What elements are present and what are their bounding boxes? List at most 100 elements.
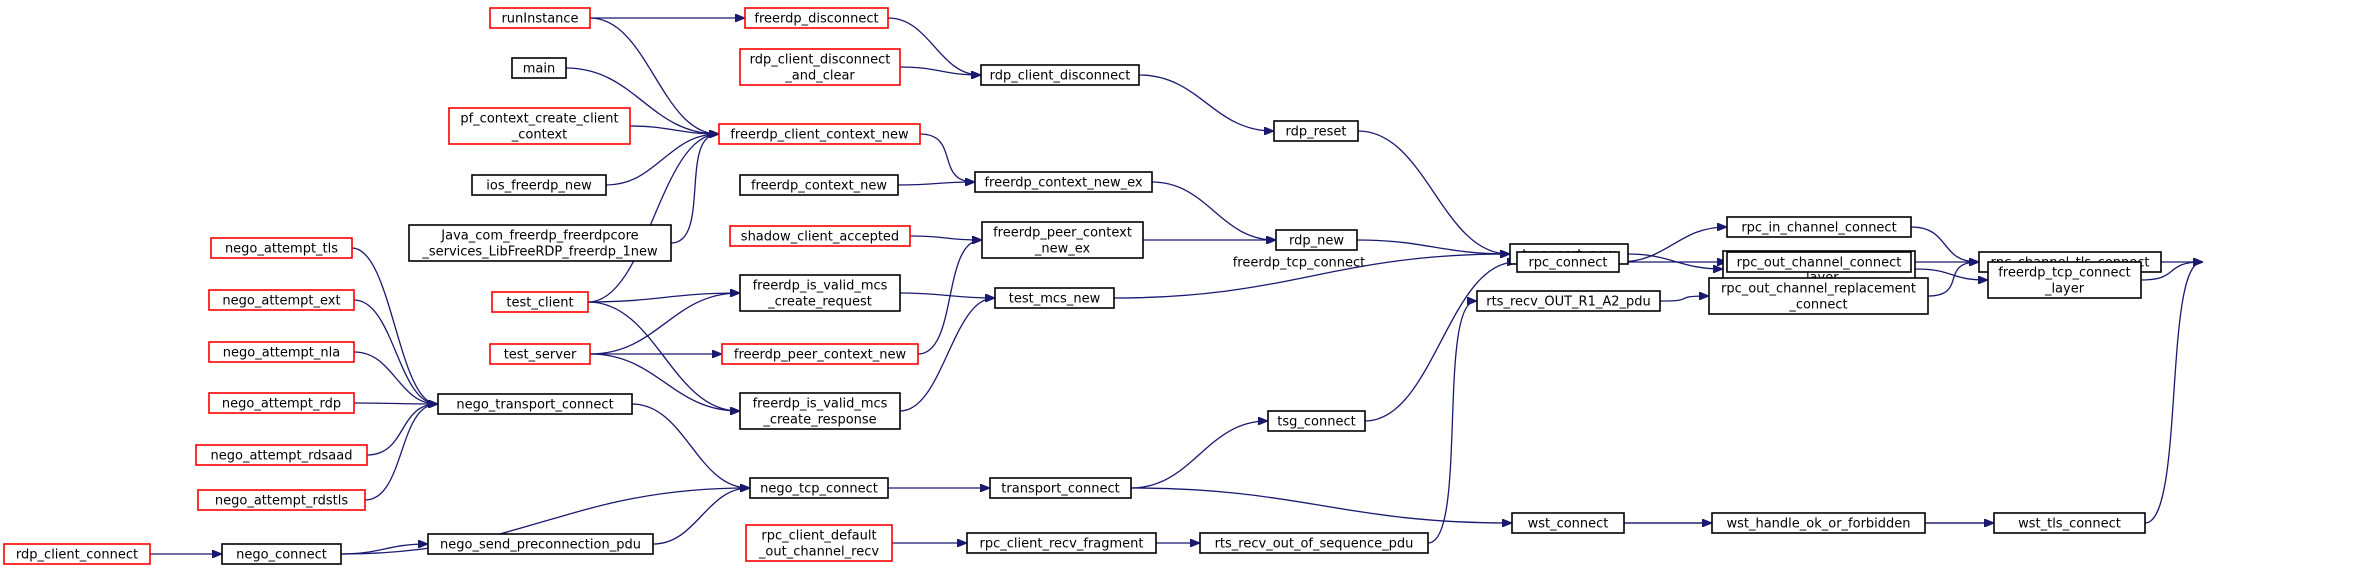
node-wst-handle-ok-or-forbidden[interactable]: wst_handle_ok_or_forbidden	[1711, 512, 1926, 534]
node-rpc-in-channel-connect[interactable]: rpc_in_channel_connect	[1726, 216, 1912, 238]
node-pf-context-create-client-context[interactable]: pf_context_create_client_context	[448, 107, 631, 145]
node-box	[210, 237, 353, 259]
node-rpc-out-channel-connect[interactable]: rpc_out_channel_connect	[1726, 251, 1912, 273]
edge-transport-connect-to-wst-connect	[1130, 487, 1511, 523]
node-label: rpc_out_channel_connect	[1737, 256, 1902, 271]
node-box	[749, 477, 889, 499]
node-label: runInstance	[501, 12, 578, 27]
node-rts-recv-OUT-R1-A2-pdu[interactable]: rts_recv_OUT_R1_A2_pdu	[1476, 290, 1661, 312]
node-box	[1267, 410, 1366, 432]
node-box	[1993, 512, 2146, 534]
node-label: _new_ex	[1034, 242, 1091, 257]
node-freerdp-disconnect[interactable]: freerdp_disconnect	[744, 7, 889, 29]
node-label: nego_attempt_rdp	[222, 397, 341, 412]
node-nego-attempt-rdsaad[interactable]: nego_attempt_rdsaad	[195, 444, 368, 466]
edge-rts-recv-OUT-R1-A2-pdu-to-rpc-out-channel-replacement-connect	[1659, 296, 1708, 302]
edge-tsg-connect-to-rpc-connect	[1364, 262, 1516, 422]
node-freerdp-peer-context-new-ex[interactable]: freerdp_peer_context_new_ex	[981, 221, 1144, 259]
edges-layer	[150, 18, 2202, 554]
edge-freerdp-is-valid-mcs-create-response-to-test-mcs-new	[899, 298, 994, 412]
node-label: rpc_out_channel_replacement	[1721, 282, 1916, 297]
node-box	[3, 543, 151, 565]
node-freerdp-client-context-new[interactable]: freerdp_client_context_new	[718, 123, 921, 145]
node-label: _connect	[1788, 298, 1847, 313]
node-nego-attempt-tls[interactable]: nego_attempt_tls	[210, 237, 353, 259]
node-freerdp-context-new-ex[interactable]: freerdp_context_new_ex	[974, 171, 1153, 193]
node-nego-tcp-connect[interactable]: nego_tcp_connect	[749, 477, 889, 499]
node-label: test_server	[504, 348, 577, 363]
node-label: shadow_client_accepted	[741, 230, 899, 245]
node-label: rdp_client_disconnect	[750, 53, 891, 68]
node-nego-connect[interactable]: nego_connect	[221, 543, 342, 565]
edge-freerdp-context-new-ex-to-rdp-new	[1151, 181, 1275, 240]
node-label: rpc_client_default	[761, 529, 876, 544]
node-label: nego_attempt_rdsaad	[211, 449, 353, 464]
node-freerdp-is-valid-mcs-create-request[interactable]: freerdp_is_valid_mcs_create_request	[739, 274, 901, 312]
edge-test-client-to-freerdp-client-context-new	[587, 134, 718, 303]
node-java-freerdp-new[interactable]: Java_com_freerdp_freerdpcore_services_Li…	[408, 224, 672, 262]
edge-freerdp-is-valid-mcs-create-request-to-test-mcs-new	[899, 292, 994, 298]
node-label: ios_freerdp_new	[486, 179, 592, 194]
node-box	[511, 57, 567, 79]
node-box	[1273, 120, 1359, 142]
node-rdp-new[interactable]: rdp_new	[1275, 229, 1358, 251]
node-nego-attempt-nla[interactable]: nego_attempt_nla	[208, 341, 355, 363]
node-rpc-connect[interactable]: rpc_connect	[1516, 251, 1620, 273]
node-nego-attempt-rdp[interactable]: nego_attempt_rdp	[208, 392, 355, 414]
edge-nego-attempt-rdp-to-nego-transport-connect	[353, 403, 437, 404]
node-nego-attempt-ext[interactable]: nego_attempt_ext	[208, 289, 355, 311]
node-nego-send-preconnection-pdu[interactable]: nego_send_preconnection_pdu	[427, 533, 654, 555]
node-box	[408, 224, 672, 262]
edge-nego-attempt-nla-to-nego-transport-connect	[353, 351, 437, 404]
node-rdp-client-disconnect[interactable]: rdp_client_disconnect	[980, 64, 1140, 86]
edge-rdp-new-to-transport-new	[1356, 239, 1509, 254]
node-box	[195, 444, 368, 466]
node-rdp-client-disconnect-and-clear[interactable]: rdp_client_disconnect_and_clear	[739, 48, 901, 86]
edge-ios-freerdp-new-to-freerdp-client-context-new	[605, 134, 718, 186]
node-label: Java_com_freerdp_freerdpcore	[440, 229, 638, 244]
node-runInstance[interactable]: runInstance	[489, 7, 591, 29]
node-label: test_client	[506, 296, 573, 311]
node-box	[744, 7, 889, 29]
node-label: _and_clear	[784, 69, 855, 84]
node-box	[729, 225, 911, 247]
node-box	[1516, 251, 1620, 273]
node-main[interactable]: main	[511, 57, 567, 79]
node-label: pf_context_create_client	[460, 112, 618, 127]
node-test-server[interactable]: test_server	[489, 343, 591, 365]
node-transport-connect[interactable]: transport_connect	[989, 477, 1132, 499]
node-wst-tls-connect[interactable]: wst_tls_connect	[1993, 512, 2146, 534]
node-label: wst_connect	[1528, 517, 1609, 532]
node-label: rpc_connect	[1528, 256, 1607, 271]
node-label: _create_request	[767, 295, 872, 310]
node-rpc-client-default-out-channel-recv[interactable]: rpc_client_default_out_channel_recv	[745, 524, 893, 562]
node-wst-connect[interactable]: wst_connect	[1511, 512, 1625, 534]
node-freerdp-context-new[interactable]: freerdp_context_new	[739, 174, 899, 196]
node-rpc-client-recv-fragment[interactable]: rpc_client_recv_fragment	[966, 532, 1157, 554]
node-freerdp-tcp-connect-layer[interactable]: freerdp_tcp_connect_layer	[1987, 261, 2142, 299]
node-rdp-reset[interactable]: rdp_reset	[1273, 120, 1359, 142]
node-ios-freerdp-new[interactable]: ios_freerdp_new	[471, 174, 607, 196]
node-freerdp-peer-context-new[interactable]: freerdp_peer_context_new	[721, 343, 919, 365]
node-label: nego_attempt_tls	[225, 242, 338, 257]
node-rdp-client-connect[interactable]: rdp_client_connect	[3, 543, 151, 565]
node-rpc-out-channel-replacement-connect[interactable]: rpc_out_channel_replacement_connect	[1708, 277, 1929, 315]
node-label: nego_send_preconnection_pdu	[440, 538, 641, 553]
node-box	[739, 174, 899, 196]
node-tsg-connect[interactable]: tsg_connect	[1267, 410, 1366, 432]
node-label: freerdp_tcp_connect	[1998, 266, 2131, 281]
node-nego-attempt-rdstls[interactable]: nego_attempt_rdstls	[197, 489, 366, 511]
node-shadow-client-accepted[interactable]: shadow_client_accepted	[729, 225, 911, 247]
node-nego-transport-connect[interactable]: nego_transport_connect	[437, 393, 633, 415]
node-label: freerdp_peer_context	[993, 226, 1132, 241]
node-test-client[interactable]: test_client	[491, 291, 589, 313]
node-label: rdp_client_connect	[16, 548, 138, 563]
nodes-layer: freerdp_tcp_connectrpc_channel_tls_conne…	[3, 7, 2162, 565]
node-box	[1708, 277, 1929, 315]
node-test-mcs-new[interactable]: test_mcs_new	[994, 287, 1115, 309]
node-rts-recv-out-of-sequence-pdu[interactable]: rts_recv_out_of_sequence_pdu	[1199, 532, 1429, 554]
node-label: freerdp_is_valid_mcs	[753, 279, 888, 294]
node-freerdp-is-valid-mcs-create-response[interactable]: freerdp_is_valid_mcs_create_response	[739, 392, 901, 430]
edge-freerdp-context-new-to-freerdp-context-new-ex	[897, 182, 974, 185]
node-freerdp-tcp-connect: freerdp_tcp_connect	[1233, 256, 1366, 271]
